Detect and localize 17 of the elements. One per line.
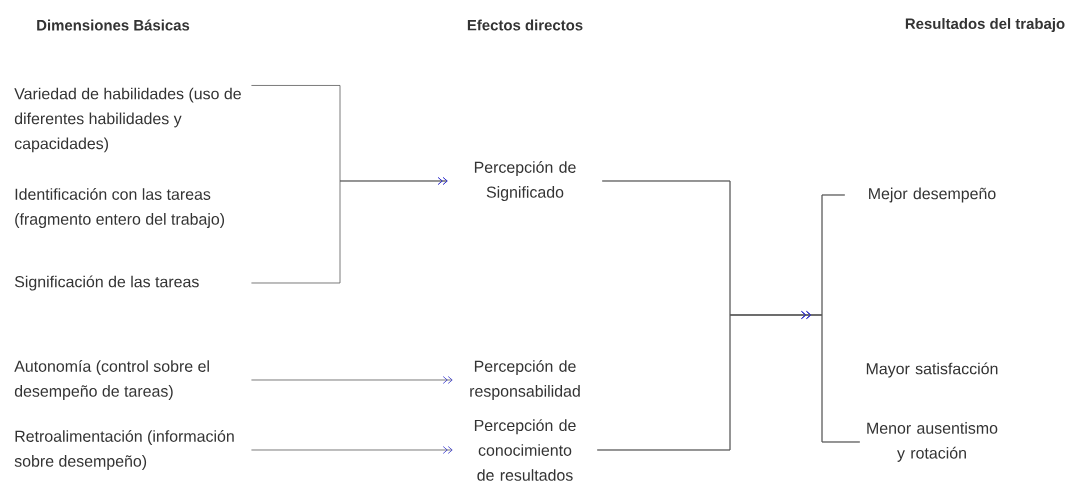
node-text: Percepción de conocimiento de resultados <box>474 419 576 481</box>
connector-arrow <box>251 446 453 454</box>
node-text: Retroalimentación (información sobre desempeño) <box>14 430 234 470</box>
node-text: Variedad de habilidades (uso de diferentes habilidades y capacidades) <box>14 87 241 153</box>
node-text: Significación de las tareas <box>14 275 199 291</box>
node-text: Mejor desempeño <box>869 187 996 203</box>
node-text: Autonomía (control sobre el desempeño de tareas) <box>14 360 209 400</box>
column-heading: Efectos directos <box>467 19 583 31</box>
column-heading: Dimensiones Básicas <box>37 19 190 31</box>
connector-arrow <box>251 177 448 284</box>
node-text: Mayor satisfacción <box>866 362 998 378</box>
connector-arrow <box>251 376 453 384</box>
node-text: Identificación con las tareas (fragmento entero del trabajo) <box>15 188 225 228</box>
node-text: Percepción de responsabilidad <box>470 360 580 400</box>
column-heading: Resultados del trabajo <box>905 18 1065 32</box>
node-text: Menor ausentismo y rotación <box>867 422 998 462</box>
node-text: Percepción de Significado <box>474 161 576 201</box>
